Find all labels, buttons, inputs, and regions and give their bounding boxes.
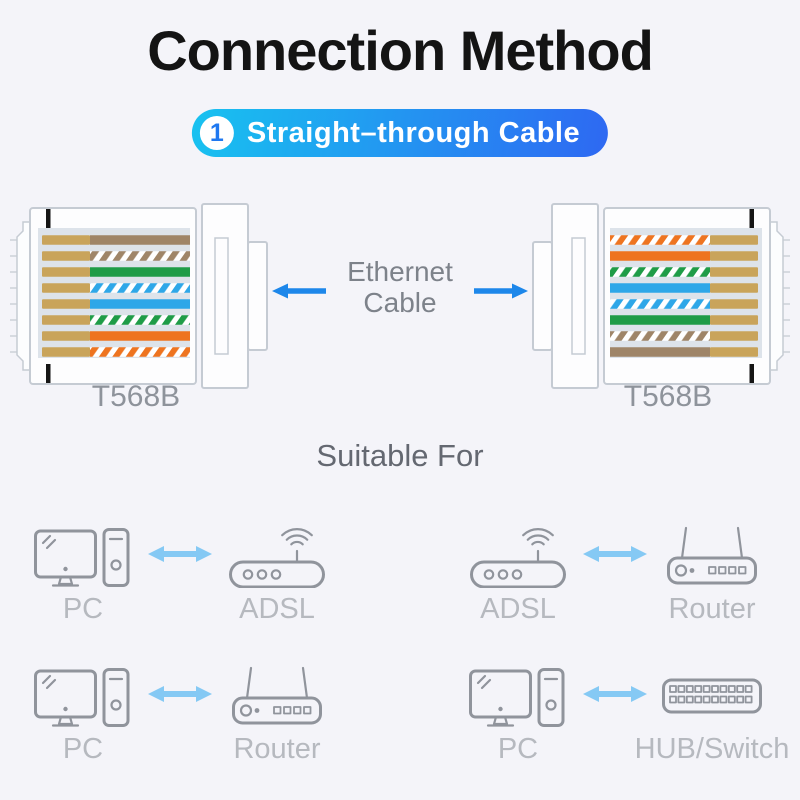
adsl-modem-icon [470, 528, 566, 588]
wire-white-brown [610, 331, 710, 341]
wire-green [610, 315, 710, 325]
arrow-right-icon [474, 283, 528, 299]
wire-green [90, 267, 190, 277]
pc-icon [34, 668, 130, 727]
t568b-label-right: T568B [623, 380, 713, 413]
device: PC [23, 660, 143, 766]
device: ADSL [217, 520, 337, 626]
cable-entry [247, 241, 268, 351]
wire-white-blue [610, 299, 710, 309]
device-pair: PC HUB/Switch [458, 660, 789, 766]
device: PC [23, 520, 143, 626]
wire-white-green [610, 267, 710, 277]
device-label: Router [233, 733, 321, 765]
device-label: Router [668, 593, 756, 625]
bidirectional-arrow-icon [583, 546, 647, 562]
wire-white-brown [90, 251, 190, 261]
bidirectional-arrow-icon [583, 686, 647, 702]
device: PC [458, 660, 578, 766]
ethernet-cable-label: Ethernet Cable [347, 256, 453, 318]
rj45-connector-left [10, 203, 268, 389]
router-icon [667, 526, 757, 585]
device-label: ADSL [239, 593, 315, 625]
t568b-label-left: T568B [91, 380, 181, 413]
device-label: PC [497, 733, 539, 765]
device: Router [652, 520, 772, 626]
arrow-left-icon [272, 283, 326, 299]
wire-white-orange [610, 235, 710, 245]
connector-nose [16, 221, 30, 371]
bidirectional-arrow-icon [148, 546, 212, 562]
cable-type-badge: 1 Straight–through Cable [191, 109, 609, 157]
device-label: ADSL [480, 593, 556, 625]
wire-orange [90, 331, 190, 341]
hub-switch-icon [662, 678, 762, 714]
device-label: PC [62, 733, 104, 765]
pc-icon [34, 528, 130, 587]
cable-entry [532, 241, 553, 351]
wire-white-blue [90, 283, 190, 293]
connector-nose [770, 221, 784, 371]
suitable-for-heading: Suitable For [316, 438, 484, 473]
wire-white-orange [90, 347, 190, 357]
device: Router [217, 660, 337, 766]
pc-icon [469, 668, 565, 727]
wire-brown [90, 235, 190, 245]
device: HUB/Switch [635, 660, 789, 766]
bidirectional-arrow-icon [148, 686, 212, 702]
page-title: Connection Method [147, 19, 654, 82]
router-icon [232, 666, 322, 725]
badge-number-circle: 1 [199, 116, 234, 150]
wire-blue [90, 299, 190, 309]
device-label: PC [62, 593, 104, 625]
device-pair: ADSL Router [458, 520, 772, 626]
connector-boot [551, 203, 599, 389]
rj45-connector-right [532, 203, 790, 389]
wire-orange [610, 251, 710, 261]
wire-blue [610, 283, 710, 293]
device-label: HUB/Switch [634, 733, 790, 765]
connector-boot [201, 203, 249, 389]
adsl-modem-icon [229, 528, 325, 588]
device-pair: PC ADSL [23, 520, 337, 626]
badge-label: Straight–through Cable [246, 116, 581, 149]
wire-brown [610, 347, 710, 357]
device: ADSL [458, 520, 578, 626]
device-pair: PC Router [23, 660, 337, 766]
wire-white-green [90, 315, 190, 325]
